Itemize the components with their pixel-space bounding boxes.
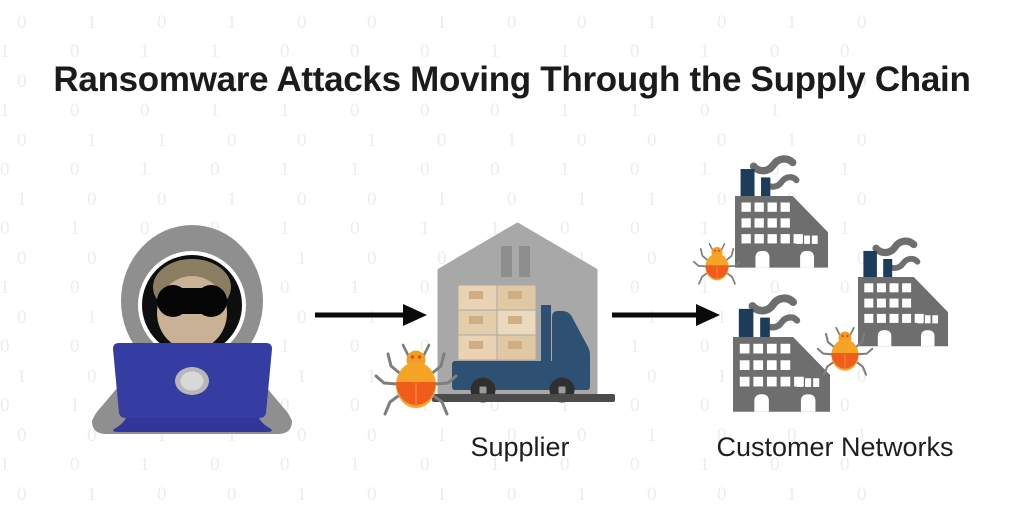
warehouse-vent [519,246,530,277]
cargo-boxes [457,284,537,361]
supplier-label: Supplier [470,432,570,462]
factories-icon [733,159,948,412]
ransomware-bug-icon [692,242,742,285]
factory-icon [735,159,828,268]
diagram-title: Ransomware Attacks Moving Through the Su… [53,60,971,99]
arrow-attacker-to-supplier-icon [315,304,427,326]
hacker-icon [92,225,292,434]
laptop-logo-inner [180,371,204,391]
laptop-base [113,418,272,432]
warehouse-vent [501,246,512,277]
ransomware-bug-icon [816,326,874,376]
factory-icon [858,241,948,346]
arrow-supplier-to-customers-icon [612,304,720,326]
customer-networks-label: Customer Networks [716,432,954,462]
hacker-glasses-icon [157,285,227,317]
factory-icon [733,298,830,411]
warehouse-truck-icon [432,222,615,403]
ground-line [432,394,615,402]
